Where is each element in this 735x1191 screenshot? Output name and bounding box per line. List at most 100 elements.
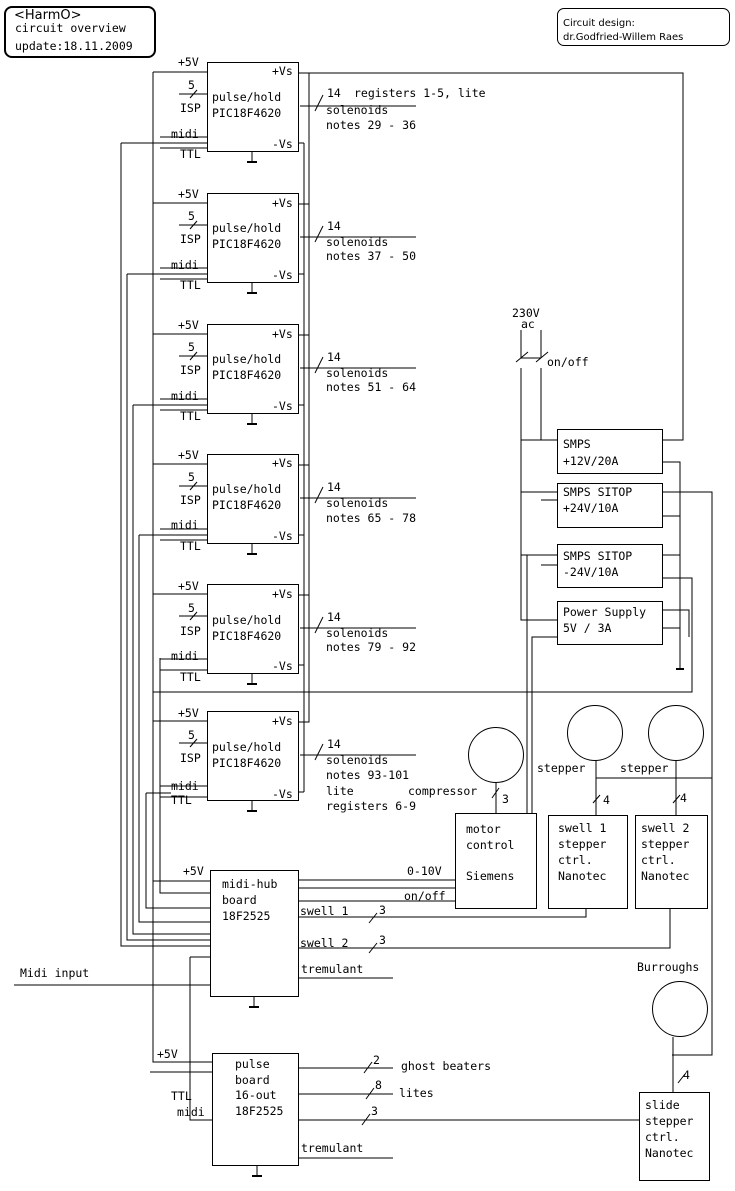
swell2-bus-slash bbox=[368, 942, 378, 954]
isp-label: ISP bbox=[180, 363, 201, 377]
isp-bus-slash bbox=[189, 611, 198, 621]
midi-bus-frame-left bbox=[120, 143, 210, 947]
ctrl-line-4: Nanotec bbox=[645, 1146, 694, 1160]
vs-minus-label: -Vs bbox=[272, 787, 293, 801]
ctrl-line-3: ctrl. bbox=[645, 1130, 680, 1144]
vs-plus-label: +Vs bbox=[272, 327, 293, 341]
pulse-board bbox=[212, 1053, 299, 1166]
midi-hub-board bbox=[210, 870, 299, 997]
ttl-label: TTL bbox=[171, 1089, 192, 1103]
plus-vs-rail bbox=[299, 73, 310, 723]
ground-frame bbox=[153, 577, 693, 693]
ctrl-line-3: ctrl. bbox=[558, 853, 593, 867]
power-supply-5v bbox=[557, 601, 663, 645]
burroughs-motor-circle bbox=[652, 981, 708, 1037]
swell1-stepper-ctrl bbox=[548, 815, 628, 909]
ttl-label: TTL bbox=[180, 278, 201, 292]
vs-minus-label: -Vs bbox=[272, 268, 293, 282]
swell1-stepper-circle bbox=[567, 705, 623, 761]
output-bus-slash bbox=[314, 486, 324, 504]
output-bus-slash bbox=[314, 616, 324, 634]
vs-minus-label: -Vs bbox=[272, 399, 293, 413]
midi-label: midi bbox=[171, 127, 199, 141]
output-notes: notes 79 - 92 bbox=[326, 640, 417, 654]
compressor-label: compressor bbox=[408, 784, 478, 798]
output-bus-slash bbox=[314, 743, 324, 761]
output-solenoids: solenoids bbox=[326, 103, 389, 117]
isp-label: ISP bbox=[180, 101, 201, 115]
midi-hub-line-1: midi-hub bbox=[222, 877, 278, 891]
mains-bus-r bbox=[540, 368, 557, 441]
mains-bus-l bbox=[520, 368, 557, 621]
pulse-hold-board-3 bbox=[207, 324, 299, 414]
output-solenoids: solenoids bbox=[326, 496, 389, 510]
psu-24v-out bbox=[663, 491, 713, 1056]
vs-plus-label: +Vs bbox=[272, 196, 293, 210]
board-chip: PIC18F4620 bbox=[212, 368, 282, 382]
output-count: 14 bbox=[327, 610, 341, 624]
slide-bus-slash bbox=[361, 1113, 371, 1126]
mains-switch-label: on/off bbox=[547, 355, 589, 369]
isp-bus-width: 5 bbox=[188, 340, 195, 354]
psu-rating: -24V/10A bbox=[563, 565, 619, 579]
psu-rating: +12V/20A bbox=[563, 454, 619, 468]
vs-plus-label: +Vs bbox=[272, 456, 293, 470]
output-notes: notes 65 - 78 bbox=[326, 511, 417, 525]
slide-stepper-ctrl bbox=[639, 1092, 710, 1181]
ttl-label: TTL bbox=[180, 670, 201, 684]
pulse-board-line-4: 18F2525 bbox=[235, 1104, 284, 1118]
title-subtitle: circuit overview bbox=[15, 21, 126, 35]
board-type: pulse/hold bbox=[212, 482, 282, 496]
smps12-supply bbox=[309, 72, 684, 441]
slide-bus-width: 3 bbox=[371, 1104, 378, 1118]
board-chip: PIC18F4620 bbox=[212, 756, 282, 770]
pulse-hold-board-1 bbox=[207, 62, 299, 152]
board-chip: PIC18F4620 bbox=[212, 498, 282, 512]
mains-ac: ac bbox=[521, 317, 535, 331]
plus5v-label: +5V bbox=[178, 55, 199, 69]
motor-control-box bbox=[455, 813, 537, 909]
ghost-beaters-label: ghost beaters bbox=[401, 1059, 492, 1073]
swell1-bus-slash bbox=[368, 912, 378, 924]
output-notes: notes 37 - 50 bbox=[326, 249, 417, 263]
isp-bus-width: 5 bbox=[188, 78, 195, 92]
output-solenoids: solenoids bbox=[326, 235, 389, 249]
motor-control-line-3: Siemens bbox=[466, 869, 515, 883]
lites-bus-slash bbox=[365, 1087, 375, 1100]
lites-label: lites bbox=[399, 1086, 434, 1100]
ttl-label: TTL bbox=[180, 147, 201, 161]
motor-control-line-2: control bbox=[466, 838, 515, 852]
plus5v-label: +5V bbox=[178, 318, 199, 332]
output-notes: notes 51 - 64 bbox=[326, 380, 417, 394]
isp-bus-width: 5 bbox=[188, 470, 195, 484]
output-count: 14 bbox=[327, 350, 341, 364]
pulse-hold-board-6 bbox=[207, 711, 299, 801]
swell1-bus-slash bbox=[592, 794, 601, 804]
vs-plus-label: +Vs bbox=[272, 64, 293, 78]
isp-bus-slash bbox=[189, 351, 198, 361]
psu-name: Power Supply bbox=[563, 605, 647, 619]
plus5v-label: +5V bbox=[157, 1047, 178, 1061]
ctrl-line-2: stepper bbox=[641, 837, 690, 851]
isp-bus-slash bbox=[189, 89, 198, 99]
output-bus-slash bbox=[314, 356, 324, 374]
ttl-label: TTL bbox=[180, 409, 201, 423]
output-notes: notes 29 - 36 bbox=[326, 118, 417, 132]
midi-hub-line-3: 18F2525 bbox=[222, 909, 271, 923]
pulse-board-line-2: board bbox=[235, 1073, 270, 1087]
plus5v-label: +5V bbox=[183, 864, 204, 878]
title-box bbox=[4, 6, 156, 58]
psu-5v-to-motor bbox=[531, 636, 557, 813]
midi-label: midi bbox=[171, 779, 199, 793]
credit-line-1: Circuit design: bbox=[563, 18, 635, 29]
swell1-label: swell 1 bbox=[300, 904, 349, 918]
smps-sitop-24v bbox=[557, 483, 663, 528]
output-registers: registers 6-9 bbox=[326, 799, 417, 813]
ttl-label: TTL bbox=[180, 539, 201, 553]
swell2-bus-slash bbox=[672, 794, 681, 804]
midi-line-b3-v bbox=[132, 405, 210, 935]
board-chip: PIC18F4620 bbox=[212, 237, 282, 251]
output-solenoids: solenoids bbox=[326, 753, 389, 767]
